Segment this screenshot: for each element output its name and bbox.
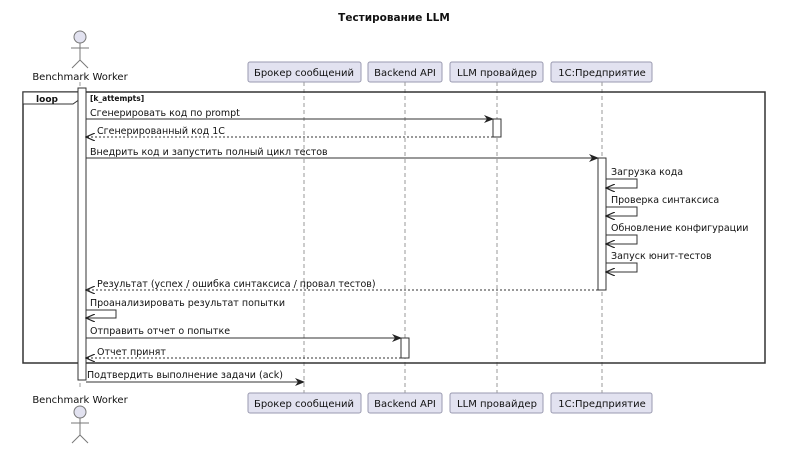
message-label: Отправить отчет о попытке [90,326,230,337]
participant-1c-bottom[interactable]: 1С:Предприятие [550,392,653,414]
self-arrow [86,309,117,318]
participant-1c-top[interactable]: 1С:Предприятие [550,61,653,83]
svg-text:Backend API: Backend API [374,68,436,79]
message-label: Подтвердить выполнение задачи (ack) [87,370,283,381]
message-label: Проанализировать результат попытки [90,298,285,309]
message-label: Загрузка кода [611,167,683,178]
actor-icon-bottom [71,405,89,444]
participant-llm-top[interactable]: LLM провайдер [449,61,544,83]
svg-text:1С:Предприятие: 1С:Предприятие [558,68,646,79]
svg-text:Брокер сообщений: Брокер сообщений [254,399,354,410]
self-arrow [606,206,638,216]
participant-backend-bottom[interactable]: Backend API [367,392,443,414]
participant-broker-top[interactable]: Брокер сообщений [247,61,362,83]
message-label: Внедрить код и запустить полный цикл тес… [90,147,328,158]
actor-label-top: Benchmark Worker [32,72,128,83]
message-label: Результат (успех / ошибка синтаксиса / п… [97,279,376,290]
message-label: Сгенерировать код по prompt [90,108,240,119]
self-arrow [606,234,638,244]
actor-label-bottom: Benchmark Worker [32,395,128,406]
diagram-title: Тестирование LLM [338,12,450,24]
self-arrow [606,262,638,272]
self-arrow [606,178,638,188]
svg-text:Брокер сообщений: Брокер сообщений [254,68,354,79]
participant-llm-bottom[interactable]: LLM провайдер [449,392,544,414]
svg-text:Backend API: Backend API [374,399,436,410]
message-label: Обновление конфигурации [611,223,748,234]
message-label: Отчет принят [97,347,166,358]
svg-text:1С:Предприятие: 1С:Предприятие [558,399,646,410]
worker-activation [77,87,87,381]
loop-condition: [k_attempts] [90,94,144,103]
loop-frame: loop [k_attempts] [22,91,766,364]
actor-icon-top [71,30,89,69]
llm-activation [492,118,502,138]
svg-text:LLM провайдер: LLM провайдер [457,399,537,410]
loop-keyword: loop [36,95,58,105]
message-label: Запуск юнит-тестов [611,251,712,262]
1c-activation [597,157,607,291]
message-label: Проверка синтаксиса [611,195,719,206]
message-label: Сгенерированный код 1С [97,126,225,137]
participant-broker-bottom[interactable]: Брокер сообщений [247,392,362,414]
svg-text:LLM провайдер: LLM провайдер [457,68,537,79]
participant-backend-top[interactable]: Backend API [367,61,443,83]
backend-activation [400,337,410,359]
